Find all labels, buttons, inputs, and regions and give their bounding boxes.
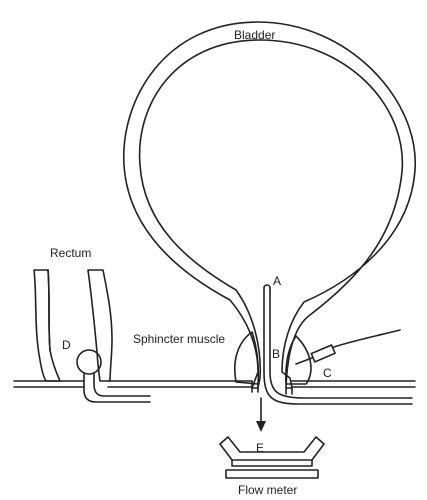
label-bladder: Bladder — [234, 28, 275, 42]
label-flow-meter: Flow meter — [238, 483, 297, 497]
emg-needle — [295, 329, 401, 365]
label-e: E — [256, 441, 264, 455]
rectum — [33, 269, 113, 382]
needle-hub — [310, 344, 336, 363]
rectal-catheter — [76, 349, 151, 403]
label-sphincter-muscle: Sphincter muscle — [133, 332, 225, 346]
rectal-balloon — [76, 349, 102, 375]
label-b: B — [272, 347, 280, 361]
label-d: D — [62, 338, 71, 352]
urethra — [251, 380, 293, 395]
label-c: C — [323, 366, 332, 380]
sphincter-mass-right — [285, 335, 312, 385]
urethral-catheter — [263, 284, 413, 405]
flow-meter-pan — [219, 436, 325, 479]
label-a: A — [273, 274, 281, 288]
label-rectum: Rectum — [50, 246, 91, 260]
sphincter-mass-left — [234, 331, 260, 385]
flow-arrow — [256, 397, 266, 432]
pelvic-floor — [13, 380, 416, 388]
